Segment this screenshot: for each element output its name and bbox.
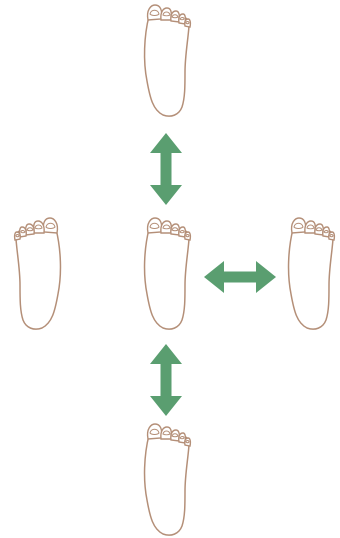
feet-group	[13, 4, 336, 536]
right-foot-icon-top	[143, 4, 192, 117]
right-foot-icon-center	[143, 217, 192, 330]
right-foot-icon-bottom	[143, 423, 192, 536]
double-arrow-horizontal-icon-horizontal	[204, 261, 276, 293]
double-arrow-vertical-icon-vertical-upper	[150, 133, 182, 205]
arrows-group	[150, 133, 276, 416]
left-foot-icon-left	[13, 217, 62, 330]
right-foot-icon-right	[287, 217, 336, 330]
double-arrow-vertical-icon-vertical-lower	[150, 344, 182, 416]
